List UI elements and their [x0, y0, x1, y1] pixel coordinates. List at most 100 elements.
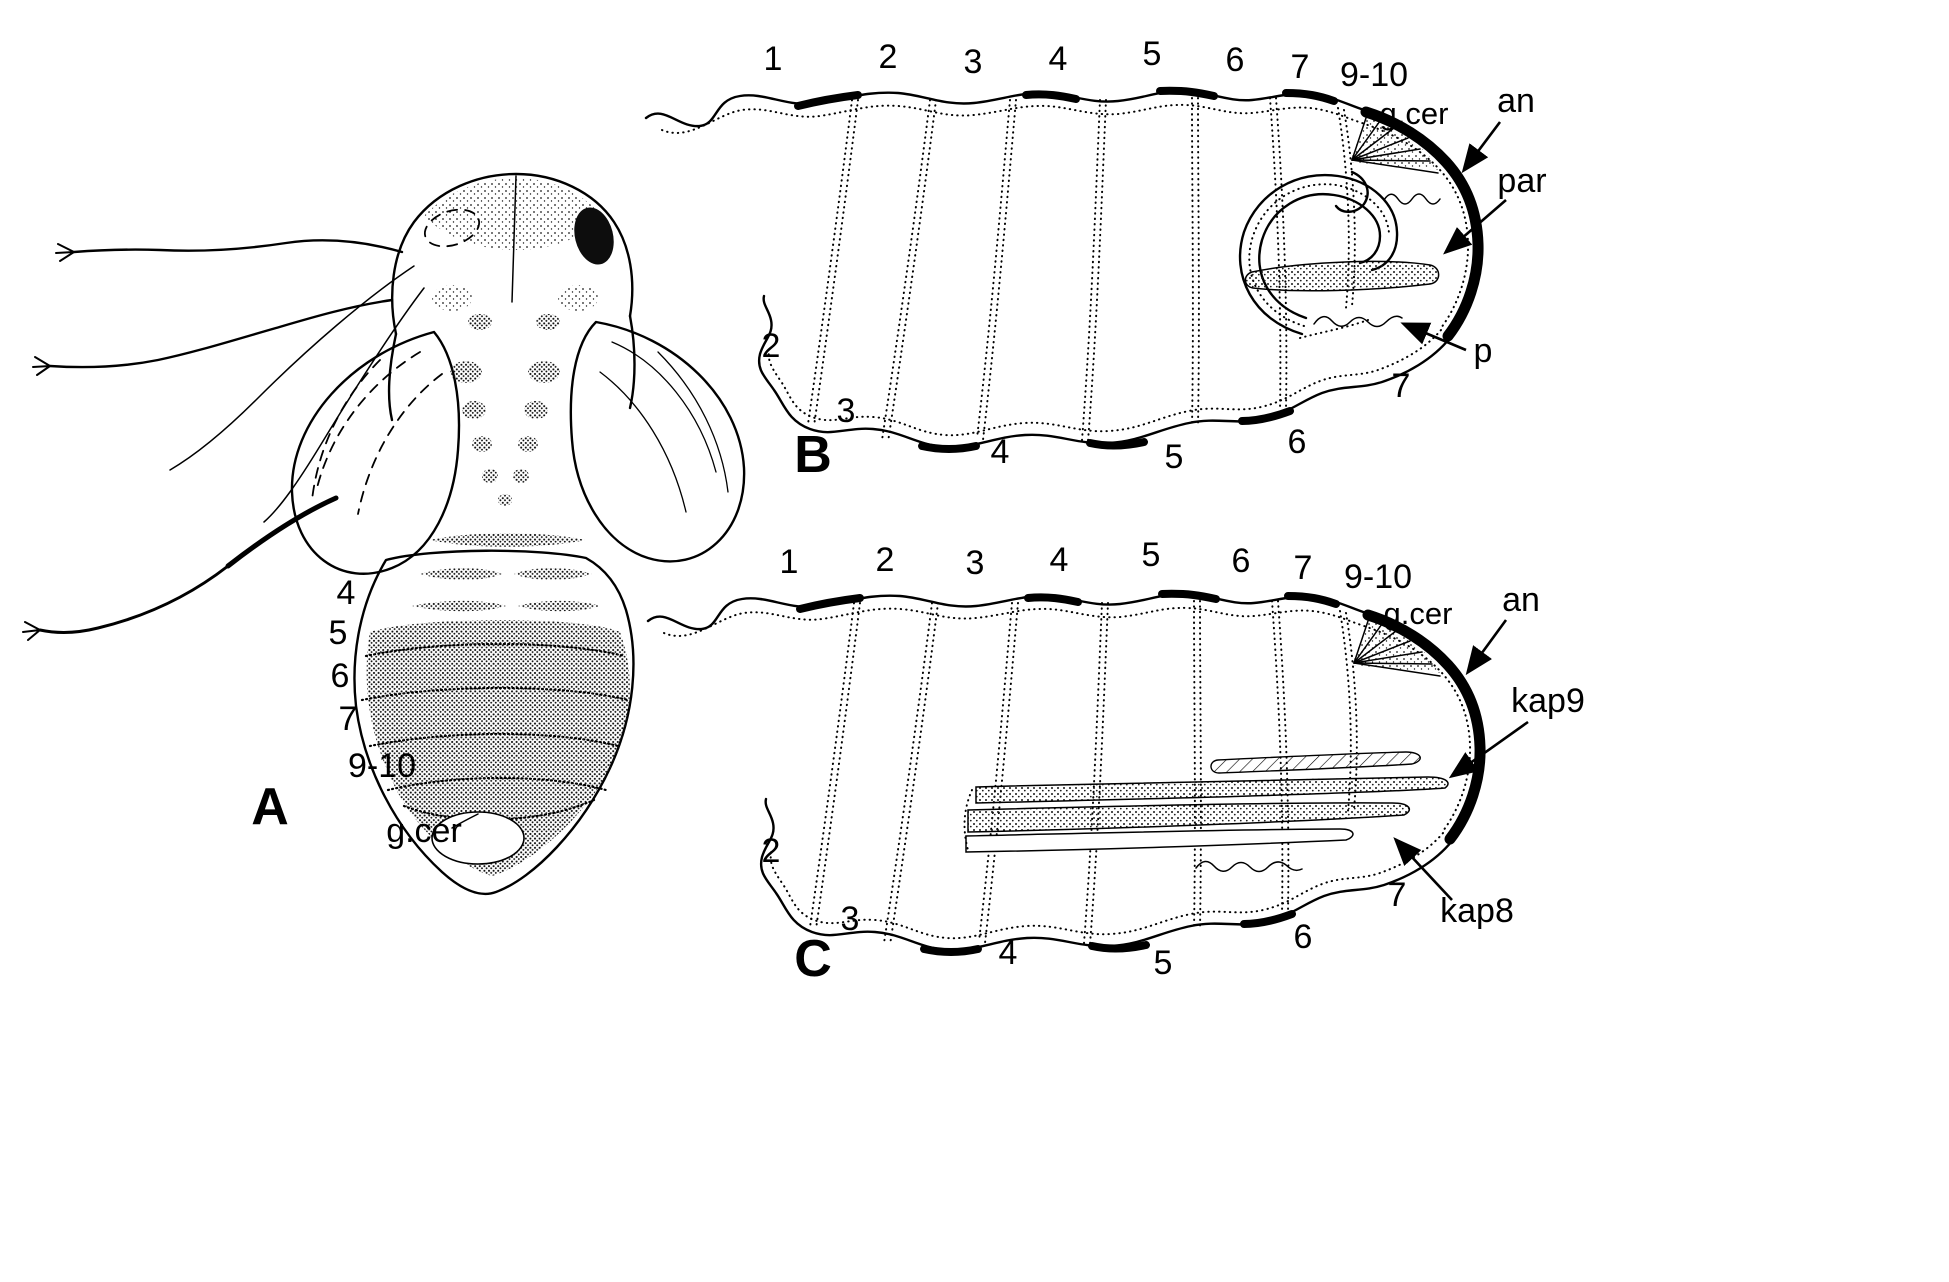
an-label: an: [1502, 581, 1540, 619]
left-wing-fold-line: [315, 351, 421, 493]
panel-b-callouts: an par p g.cer: [1380, 82, 1547, 370]
ventral-valve-blade: [965, 828, 1354, 853]
panel-letter-b: B: [794, 426, 832, 484]
tergite-band-patch: [518, 600, 600, 612]
thorax-spot: [518, 436, 538, 452]
an-label: an: [1497, 82, 1535, 120]
right-forewing: [569, 320, 746, 563]
panel-c-shell: [648, 594, 1482, 952]
ovipositor-mid-dotted-line: [1248, 183, 1390, 327]
top-segment-label-6: 6: [1232, 542, 1251, 580]
top-segment-label-3: 3: [966, 544, 985, 582]
bottom-segment-label-6: 6: [1294, 918, 1313, 956]
antenna-right: [263, 287, 425, 523]
top-segment-label-7: 7: [1294, 549, 1313, 587]
head-midline: [511, 175, 517, 303]
panel-a-labels: 4 5 6 7 9-10 g.cer A: [251, 574, 479, 850]
legs: [22, 239, 425, 641]
thorax-markings: [430, 361, 585, 547]
top-segment-label-6: 6: [1226, 41, 1245, 79]
head-dark-spot: [468, 314, 492, 330]
middle-leg: [48, 298, 394, 369]
antenna-left: [169, 265, 415, 471]
panel-a: 4 5 6 7 9-10 g.cer A: [22, 172, 746, 896]
abdominal-segment-line: [360, 686, 630, 702]
bottom-segment-label-7: 7: [1388, 876, 1407, 914]
ovipositor-outer-wall: [1238, 173, 1399, 336]
gcer-pointer-line: [451, 813, 479, 829]
head-outline: [391, 172, 634, 336]
thorax-spot: [513, 469, 529, 483]
head-stipple-patch: [558, 285, 598, 311]
blade-base-dotted-line: [963, 789, 973, 851]
an-arrow: [1461, 121, 1502, 174]
thorax-spot: [462, 401, 486, 419]
segment-label-6: 6: [331, 657, 350, 695]
thorax-spot: [528, 361, 560, 383]
top-segment-label-2: 2: [876, 541, 895, 579]
kap9-label: kap9: [1511, 682, 1585, 720]
anal-wavy-margin-lower: [1313, 315, 1403, 328]
abdomen-dense-stipple-region: [366, 620, 630, 876]
tergite-band-patch: [420, 568, 502, 580]
p-arrow: [1400, 322, 1467, 352]
left-wing-fold-line: [311, 359, 381, 501]
gonapophyses: [963, 751, 1449, 873]
abdominal-segment-line: [364, 642, 626, 658]
bottom-segment-label-7: 7: [1392, 367, 1411, 405]
par-arrow: [1443, 199, 1507, 255]
thorax-spot: [524, 401, 548, 419]
top-segment-label-2: 2: [879, 38, 898, 76]
panel-c-top-segment-labels: 1 2 3 4 5 6 7 9-10: [780, 536, 1412, 596]
head-vertex-stipple: [424, 178, 602, 250]
top-segment-label-7: 7: [1291, 48, 1310, 86]
thorax-spot: [482, 469, 498, 483]
front-leg-claw: [55, 243, 75, 262]
top-segment-label-3: 3: [964, 43, 983, 81]
hind-leg-tibia: [38, 564, 230, 634]
top-segment-label-1: 1: [764, 40, 783, 78]
panel-b-bottom-segment-labels: 2 3 4 5 6 7: [762, 327, 1411, 476]
left-forewing: [290, 330, 461, 575]
thorax-side-right: [628, 314, 636, 410]
head: [387, 172, 636, 422]
bottom-segment-label-5: 5: [1165, 438, 1184, 476]
panel-b: an par p g.cer 1 2 3 4 5 6 7 9-10 2 3 4 …: [646, 35, 1547, 484]
bottom-segment-label-3: 3: [841, 900, 860, 938]
kap8-blade: [967, 802, 1411, 833]
segment-label-4: 4: [337, 574, 356, 612]
ocular-dashed-outline: [423, 208, 481, 248]
bottom-segment-label-3: 3: [837, 392, 856, 430]
panel-c-bottom-segment-labels: 2 3 4 5 6 7: [762, 832, 1407, 982]
abdomen-outline: [353, 549, 635, 896]
cercal-gland-patch: [431, 811, 525, 865]
ovipositor-loop: [1238, 170, 1441, 339]
gcer-label: g.cer: [1384, 596, 1453, 631]
tergite-band-patch: [412, 600, 506, 612]
middle-leg-claw: [32, 356, 51, 376]
panel-letter-a: A: [251, 778, 289, 836]
front-leg: [72, 239, 404, 254]
bottom-segment-label-5: 5: [1154, 944, 1173, 982]
segment-label-9-10: 9-10: [348, 747, 416, 785]
gcer-label: g.cer: [1380, 96, 1449, 131]
p-label: p: [1474, 332, 1493, 370]
bottom-segment-label-2: 2: [762, 832, 781, 870]
head-dark-spot: [536, 314, 560, 330]
thorax-spot: [450, 361, 482, 383]
abdomen-dorsal: [353, 549, 635, 896]
an-arrow: [1465, 619, 1508, 676]
panel-letter-c: C: [794, 930, 832, 988]
metanotum-band: [430, 533, 585, 547]
kap8-arrow: [1393, 837, 1453, 901]
kap9-blade: [975, 776, 1449, 804]
abdominal-segment-line: [386, 776, 608, 792]
bottom-segment-label-2: 2: [762, 327, 781, 365]
top-segment-label-9-10: 9-10: [1344, 558, 1412, 596]
left-wing-fold-line: [357, 373, 443, 515]
panel-c-callouts: an kap9 kap8 g.cer: [1384, 581, 1585, 930]
top-segment-label-4: 4: [1049, 40, 1068, 78]
right-wing-vein: [611, 341, 717, 473]
hind-leg-claw: [22, 621, 41, 641]
segment-label-7: 7: [339, 700, 358, 738]
